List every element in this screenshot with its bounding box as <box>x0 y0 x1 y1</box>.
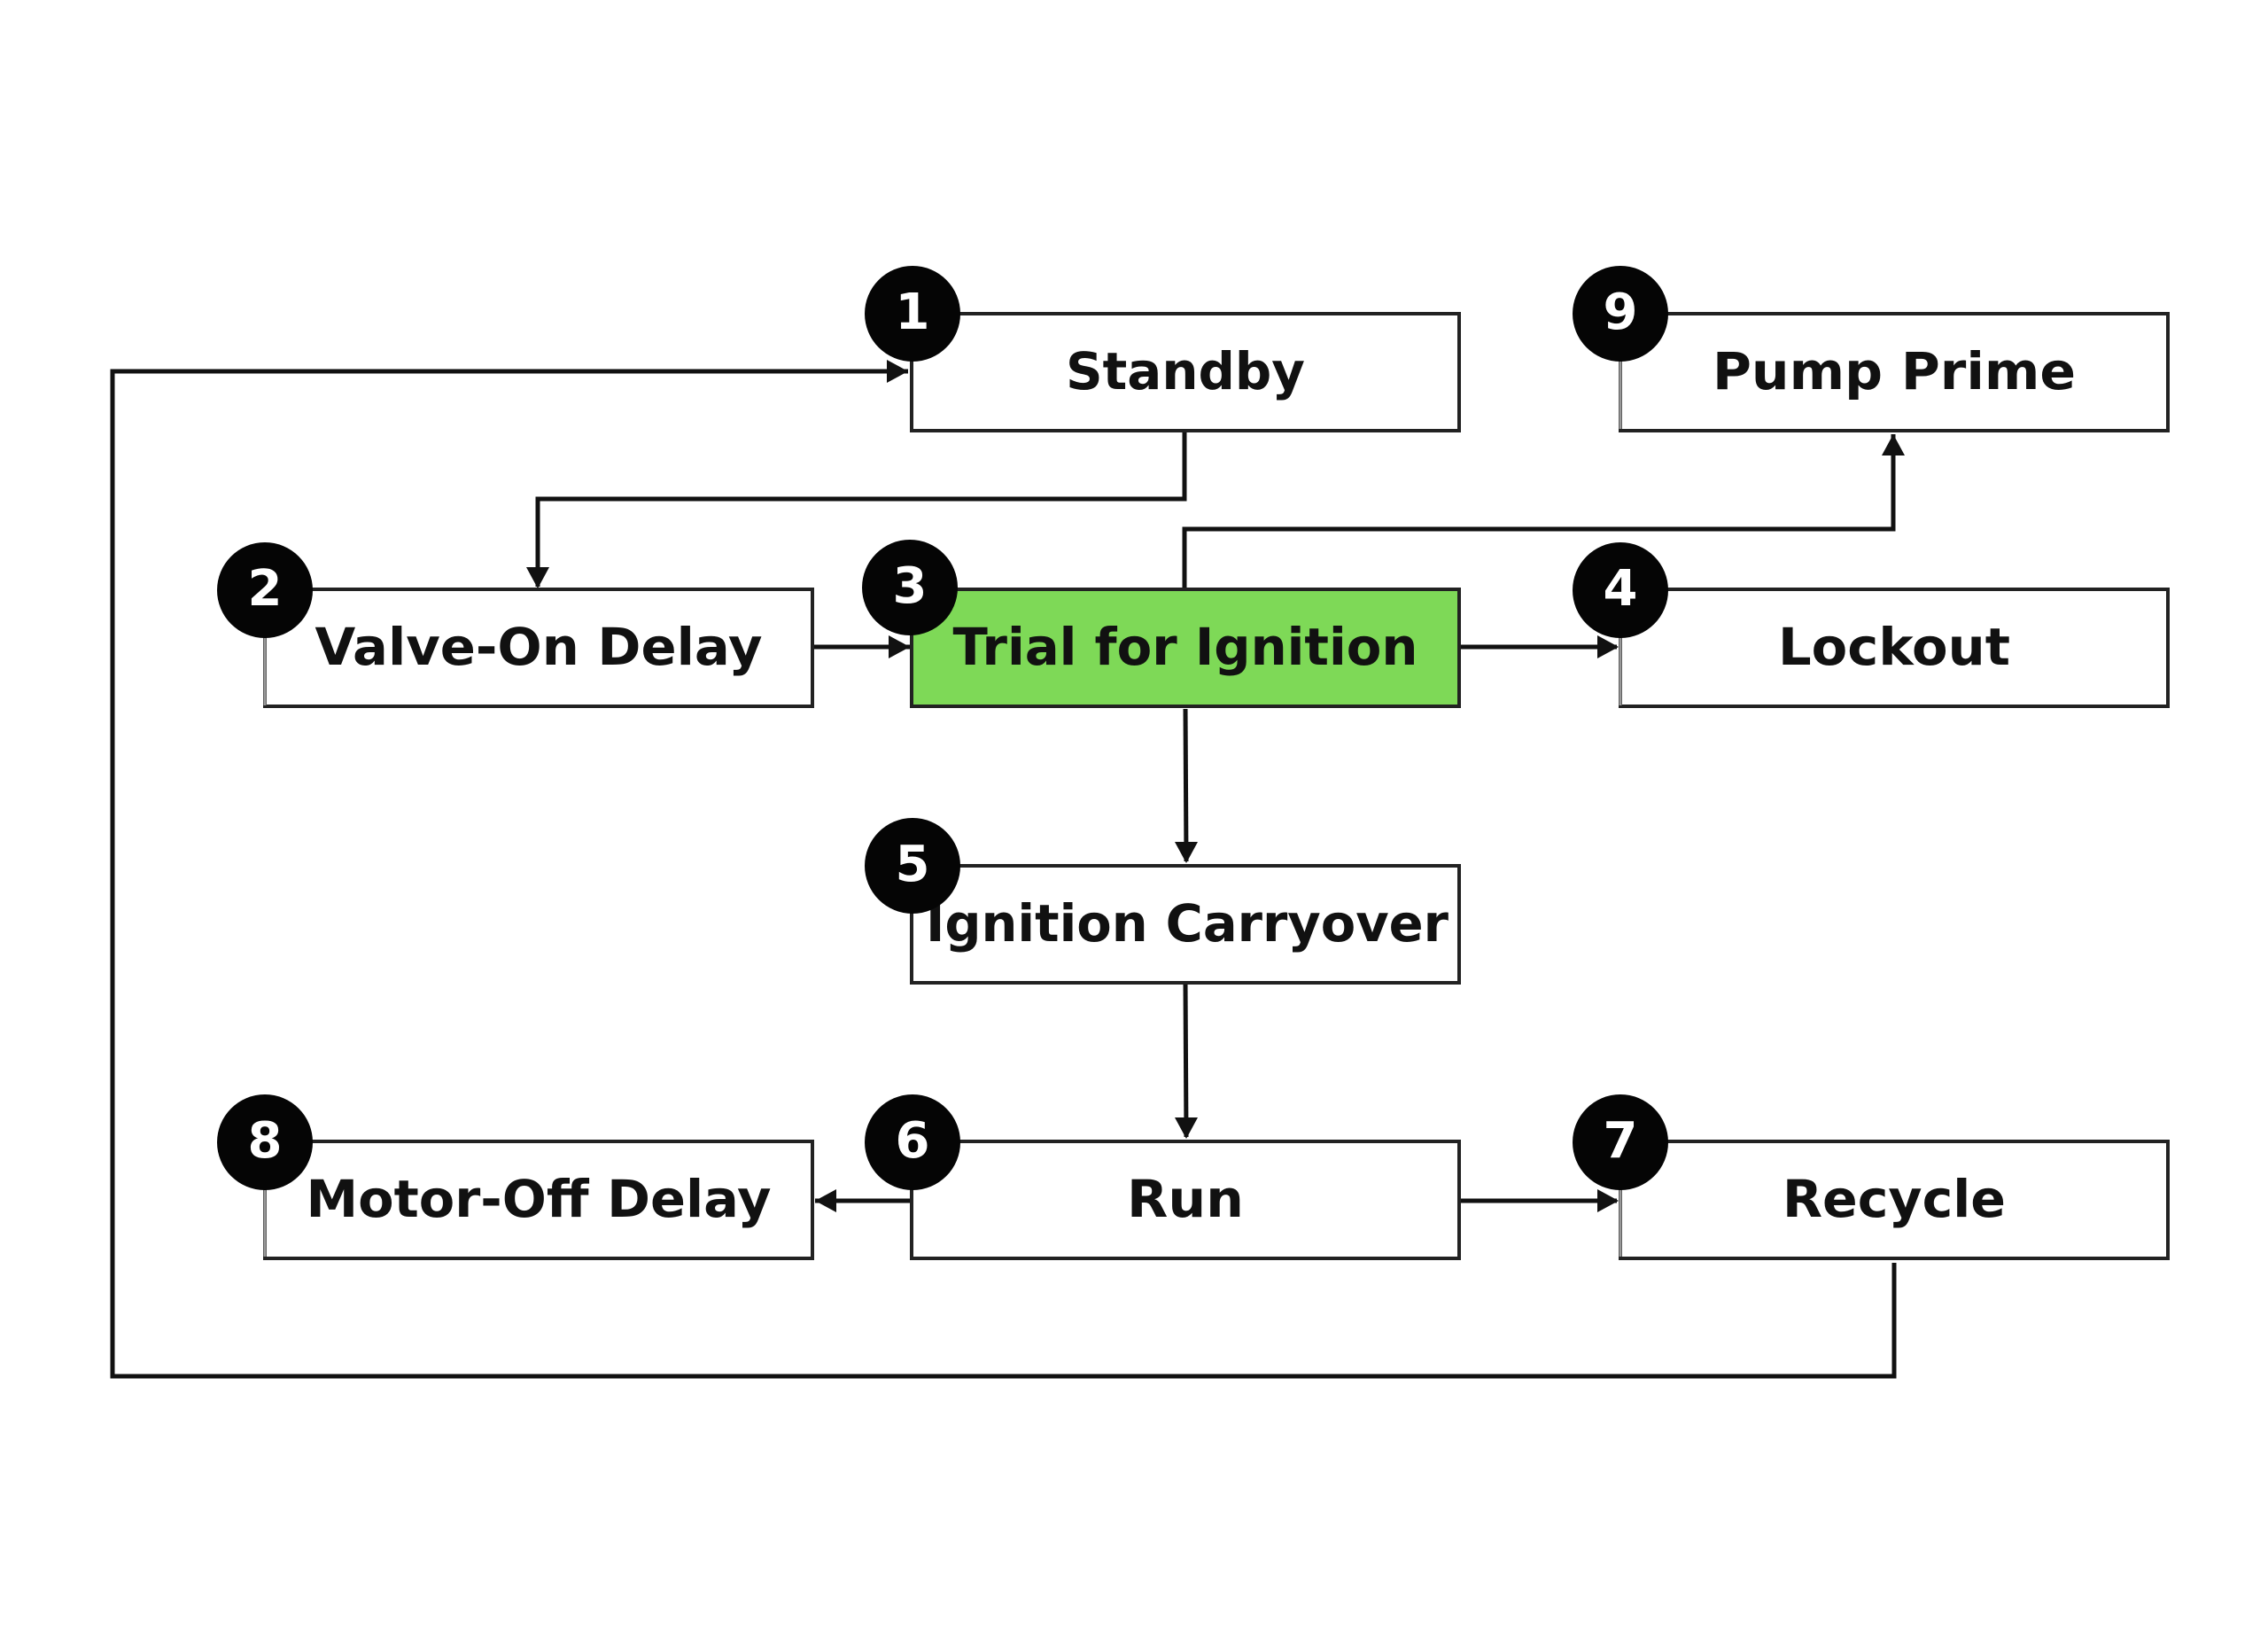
number-badge <box>862 540 958 635</box>
badge-4: 4 <box>1573 542 1668 638</box>
state-run: Run <box>910 1140 1461 1260</box>
badge-number: 1 <box>896 284 930 341</box>
badge-stems <box>263 354 1622 1257</box>
badge-number: 7 <box>1604 1112 1638 1170</box>
badge-8: 8 <box>217 1094 313 1190</box>
state-recycle: Recycle <box>1619 1140 2170 1260</box>
arrow-standby-to-valve-on-delay <box>535 432 1187 587</box>
state-label: Trial for Ignition <box>953 617 1418 677</box>
state-box <box>910 1140 1461 1260</box>
badge-number: 5 <box>896 836 930 893</box>
state-label: Pump Prime <box>1713 341 2076 401</box>
number-badge <box>217 542 313 638</box>
number-badge <box>1573 1094 1668 1190</box>
state-label: Valve-On Delay <box>315 617 763 677</box>
number-badge <box>865 1094 960 1190</box>
badge-6: 6 <box>865 1094 960 1190</box>
state-motor-off-delay: Motor-Off Delay <box>263 1140 814 1260</box>
state-standby: Standby <box>910 312 1461 432</box>
state-label: Recycle <box>1783 1169 2006 1229</box>
badge-number: 2 <box>248 560 283 618</box>
arrowhead-into-lockout <box>1597 635 1619 658</box>
state-label: Standby <box>1066 341 1305 401</box>
state-box <box>910 864 1461 985</box>
arrowheads <box>526 360 1905 1212</box>
state-pump-prime: Pump Prime <box>1619 312 2170 432</box>
arrowhead-into-run <box>1175 1117 1198 1139</box>
state-lockout: Lockout <box>1619 588 2170 708</box>
number-badge <box>217 1094 313 1190</box>
state-box <box>263 1140 814 1260</box>
arrow-ignition-carryover-to-run <box>1183 983 1189 1138</box>
number-badge <box>865 818 960 914</box>
badge-1: 1 <box>865 266 960 362</box>
arrowhead-into-standby <box>887 360 908 383</box>
arrow-recycle-to-standby <box>110 369 1897 1379</box>
badge-2: 2 <box>217 542 313 638</box>
arrowhead-into-trial-for-ignition <box>889 635 910 658</box>
connectors <box>110 369 1897 1379</box>
state-label: Ignition Carryover <box>926 893 1449 954</box>
arrow-trial-for-ignition-to-ignition-carryover <box>1183 708 1189 862</box>
badge-number: 6 <box>896 1112 930 1170</box>
state-label: Lockout <box>1778 617 2010 677</box>
state-trial-for-ignition: Trial for Ignition <box>910 588 1461 708</box>
badge-number: 4 <box>1604 560 1638 618</box>
badge-number: 9 <box>1604 284 1638 341</box>
badge-9: 9 <box>1573 266 1668 362</box>
badge-7: 7 <box>1573 1094 1668 1190</box>
badge-5: 5 <box>865 818 960 914</box>
arrowhead-into-recycle <box>1597 1189 1619 1212</box>
number-badge <box>1573 542 1668 638</box>
state-ignition-carryover: Ignition Carryover <box>910 864 1461 985</box>
arrowhead-into-ignition-carryover <box>1175 842 1198 863</box>
state-box <box>1619 588 2170 708</box>
arrowhead-into-pump-prime <box>1882 434 1905 455</box>
state-box-highlighted <box>910 588 1461 708</box>
arrowhead-into-valve-on-delay <box>526 567 549 588</box>
number-badge <box>1573 266 1668 362</box>
state-box <box>263 588 814 708</box>
arrowhead-into-motor-off-delay <box>815 1189 836 1212</box>
badge-number: 3 <box>893 557 928 615</box>
state-box <box>910 312 1461 432</box>
state-label: Run <box>1127 1169 1244 1229</box>
badge-3: 3 <box>862 540 958 635</box>
number-badge <box>865 266 960 362</box>
state-valve-on-delay: Valve-On Delay <box>263 588 814 708</box>
badge-number: 8 <box>248 1112 283 1170</box>
state-label: Motor-Off Delay <box>307 1169 772 1229</box>
arrow-trial-for-ignition-to-pump-prime <box>1182 434 1896 588</box>
